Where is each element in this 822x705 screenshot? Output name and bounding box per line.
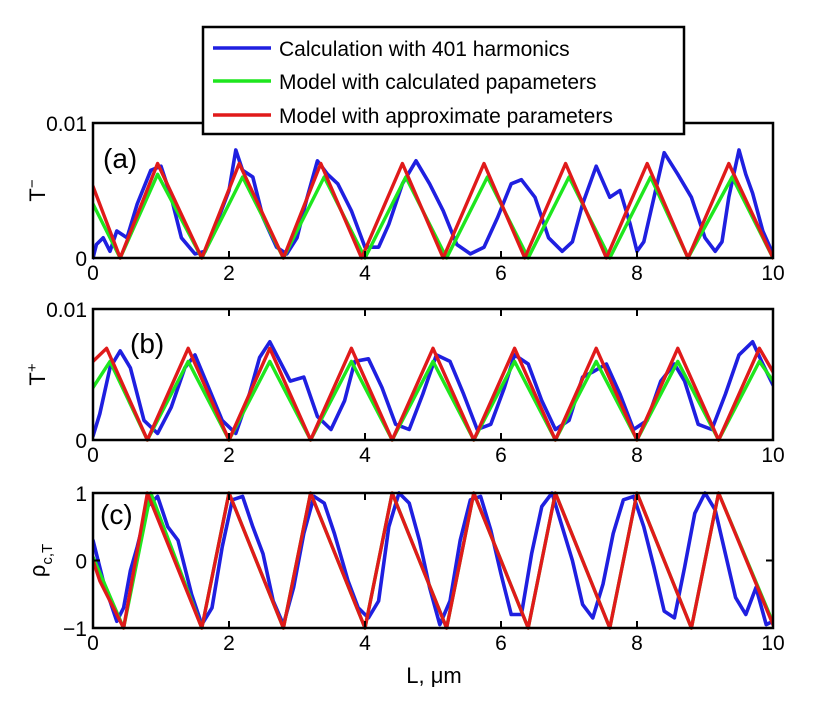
series-line-blue [93, 491, 773, 627]
x-tick-label: 8 [631, 262, 643, 285]
x-tick-label: 4 [359, 262, 371, 285]
series-line-red [93, 346, 773, 442]
legend-label-model-calculated: Model with calculated papameters [279, 71, 597, 94]
y-tick-label: −1 [63, 618, 87, 641]
x-tick-label: 2 [223, 262, 235, 285]
x-tick-label: 6 [495, 444, 507, 467]
legend-label-calculation: Calculation with 401 harmonics [279, 38, 570, 61]
panel-label: (a) [103, 143, 137, 174]
x-tick-label: 6 [495, 632, 507, 655]
x-axis-label: L, μm [406, 663, 461, 688]
x-tick-label: 2 [223, 632, 235, 655]
x-tick-label: 0 [87, 444, 99, 467]
x-tick-label: 0 [87, 262, 99, 285]
x-axis-title: L, μm [406, 663, 461, 688]
x-tick-label: 4 [359, 632, 371, 655]
legend-entry-model-calculated: Model with calculated papameters [213, 71, 597, 94]
y-tick-label: 0.01 [46, 113, 87, 136]
y-tick-label: 1 [75, 483, 87, 506]
panel-label: (c) [100, 499, 133, 530]
x-tick-label: 10 [761, 262, 784, 285]
legend-label-model-approximate: Model with approximate parameters [279, 105, 613, 128]
axes-frame [91, 307, 775, 442]
x-tick-label: 6 [495, 262, 507, 285]
x-tick-label: 10 [761, 632, 784, 655]
y-axis-title: T− [24, 179, 50, 201]
x-tick-label: 10 [761, 444, 784, 467]
y-tick-label: 0.01 [46, 299, 87, 322]
series-line-red [93, 161, 773, 260]
series-line-green [93, 359, 773, 442]
legend: Calculation with 401 harmonics Model wit… [201, 25, 686, 136]
legend-entry-model-approximate: Model with approximate parameters [213, 105, 613, 128]
series-line-blue [93, 148, 773, 260]
x-tick-label: 2 [223, 444, 235, 467]
x-tick-label: 4 [359, 444, 371, 467]
x-tick-label: 8 [631, 444, 643, 467]
plot-area [93, 309, 773, 440]
panel-1: 0 2 4 6 8 10 0 0.01T− (a) [24, 113, 785, 285]
legend-entry-calculation: Calculation with 401 harmonics [213, 38, 570, 61]
x-tick-label: 0 [87, 632, 99, 655]
panel-2: 0 2 4 6 8 10 0 0.01T+ (b) [24, 299, 785, 467]
x-tick-label: 8 [631, 632, 643, 655]
y-axis-title: ρc,T [25, 544, 56, 577]
y-tick-label: 0 [75, 551, 87, 574]
legend-box [201, 25, 686, 136]
y-tick-label: 0 [75, 248, 87, 271]
panel-label: (b) [130, 328, 164, 359]
y-axis-title: T+ [24, 363, 50, 385]
y-tick-label: 0 [75, 430, 87, 453]
series-line-blue [93, 340, 773, 438]
